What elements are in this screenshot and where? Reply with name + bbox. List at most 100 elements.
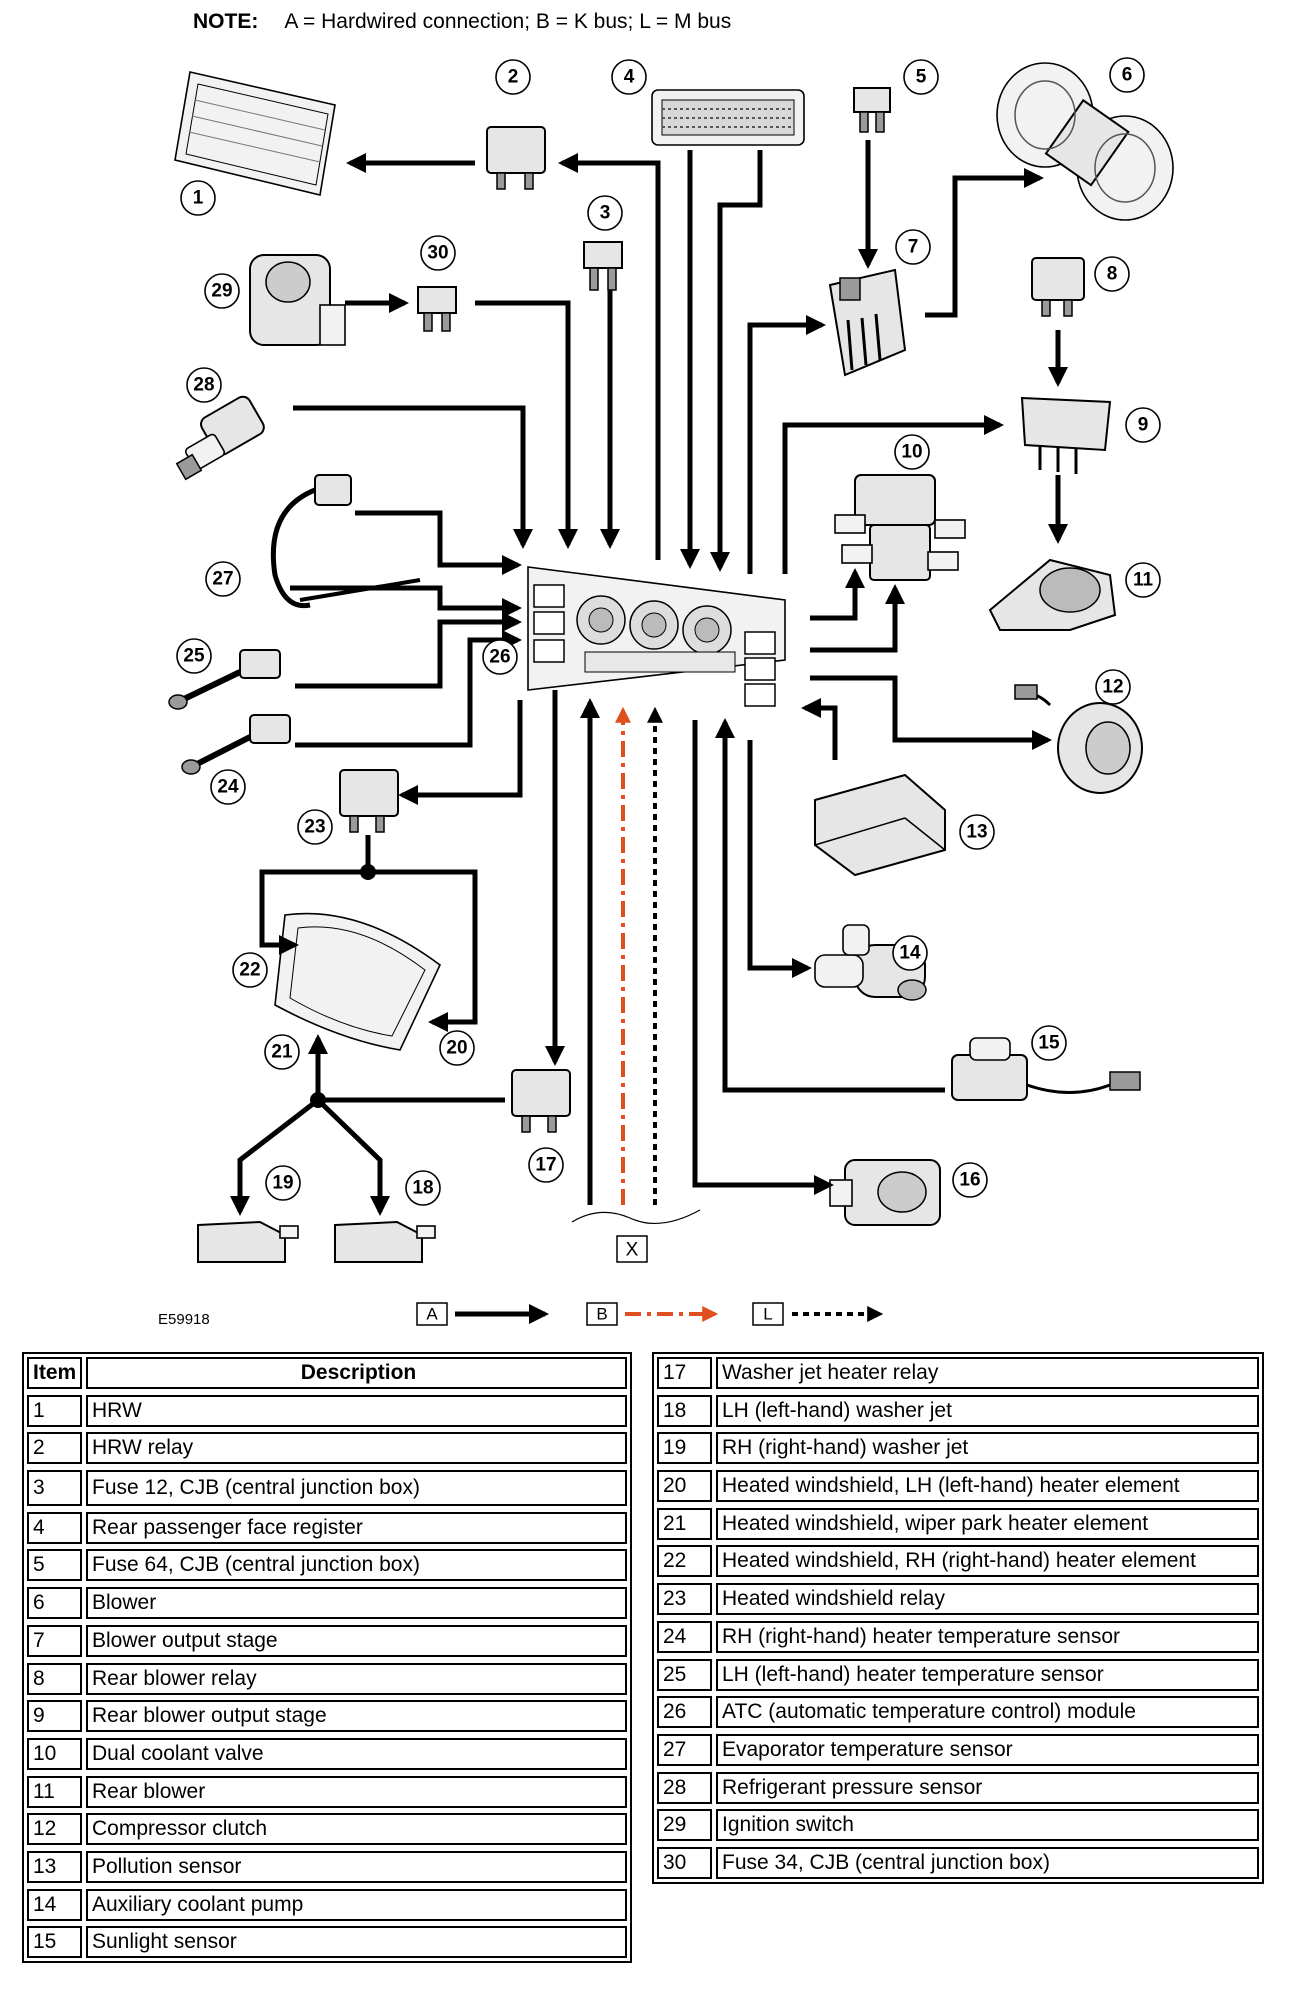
callout-number: 25 [183, 646, 205, 667]
callout-circle [264, 1034, 300, 1070]
callout-19: 19 [265, 1165, 301, 1201]
item-number: 11 [27, 1775, 82, 1808]
callout-circle [265, 1165, 301, 1201]
callout-circle [439, 1030, 475, 1066]
item-description: Evaporator temperature sensor [716, 1733, 1259, 1766]
bus-x-label: X [626, 1240, 639, 1261]
callout-27: 27 [205, 561, 241, 597]
callout-10: 10 [894, 434, 930, 470]
callout-13: 13 [959, 814, 995, 850]
callout-number: 11 [1133, 570, 1154, 591]
callout-3: 3 [587, 195, 623, 231]
item-number: 2 [27, 1432, 82, 1465]
callout-4: 4 [611, 59, 647, 95]
item-number: 12 [27, 1813, 82, 1846]
item-number: 30 [657, 1846, 712, 1879]
callout-15: 15 [1031, 1025, 1067, 1061]
callout-circle [204, 273, 240, 309]
item-description: Dual coolant valve [86, 1737, 627, 1770]
washer-jet-lh [334, 1220, 436, 1263]
refrigerant-sensor [175, 395, 265, 481]
temp-sensor-24 [181, 714, 291, 775]
callout-number: 19 [272, 1173, 293, 1194]
callout-circle [180, 180, 216, 216]
item-number: 15 [27, 1926, 82, 1959]
callout-number: 16 [959, 1170, 980, 1191]
item-number: 27 [657, 1733, 712, 1766]
callout-number: 10 [901, 442, 922, 463]
item-description: Washer jet heater relay [716, 1357, 1259, 1389]
callout-circle [959, 814, 995, 850]
rear-blower [988, 558, 1117, 631]
callout-number: 29 [211, 281, 232, 302]
callout-21: 21 [264, 1034, 300, 1070]
item-description: Pollution sensor [86, 1850, 627, 1883]
callout-25: 25 [176, 638, 212, 674]
hrw-relay [486, 126, 546, 190]
callout-number: 3 [600, 203, 611, 224]
washer-jet-rh [197, 1220, 299, 1263]
item-number: 20 [657, 1470, 712, 1503]
callout-circle [892, 935, 928, 971]
item-number: 29 [657, 1809, 712, 1842]
item-description: Heated windshield relay [716, 1583, 1259, 1616]
item-description: Rear passenger face register [86, 1511, 627, 1544]
callout-circle [611, 59, 647, 95]
fuse-12 [583, 241, 623, 291]
item-description: HRW [86, 1394, 627, 1427]
callout-circle [482, 639, 518, 675]
sunlight-sensor [951, 1037, 1141, 1101]
item-description: Rear blower output stage [86, 1700, 627, 1733]
legend: A B L [416, 1302, 884, 1326]
item-number: 6 [27, 1587, 82, 1620]
figure-id: E59918 [158, 1311, 210, 1328]
callout-18: 18 [405, 1170, 441, 1206]
atc-module [527, 566, 786, 707]
callout-circle [420, 235, 456, 271]
item-description: ATC (automatic temperature control) modu… [716, 1696, 1259, 1729]
bus-x-box: X [616, 1235, 648, 1263]
blower-output-stage [828, 268, 907, 377]
callout-number: 22 [239, 960, 260, 981]
item-description: Heated windshield, RH (right-hand) heate… [716, 1545, 1259, 1578]
callout-circle [405, 1170, 441, 1206]
callout-circle [297, 809, 333, 845]
note-text: A = Hardwired connection; B = K bus; L =… [284, 10, 732, 33]
blower [996, 62, 1174, 221]
legend-key-l: L [763, 1305, 772, 1324]
callout-circle [232, 952, 268, 988]
item-description: Heated windshield, wiper park heater ele… [716, 1507, 1259, 1540]
item-description: Blower [86, 1587, 627, 1620]
legend-k-bus: B [586, 1302, 719, 1326]
item-number: 10 [27, 1737, 82, 1770]
rear-blower-relay [1031, 257, 1085, 317]
callout-22: 22 [232, 952, 268, 988]
item-number: 21 [657, 1507, 712, 1540]
callout-2: 2 [495, 59, 531, 95]
header-description: Description [86, 1357, 627, 1389]
callout-number: 15 [1038, 1033, 1060, 1054]
callout-circle [186, 367, 222, 403]
item-description: Heated windshield, LH (left-hand) heater… [716, 1470, 1259, 1503]
item-number: 24 [657, 1620, 712, 1653]
callout-9: 9 [1125, 407, 1161, 443]
callout-24: 24 [210, 769, 246, 805]
note-line: NOTE:A = Hardwired connection; B = K bus… [193, 10, 731, 34]
item-number: 17 [657, 1357, 712, 1389]
